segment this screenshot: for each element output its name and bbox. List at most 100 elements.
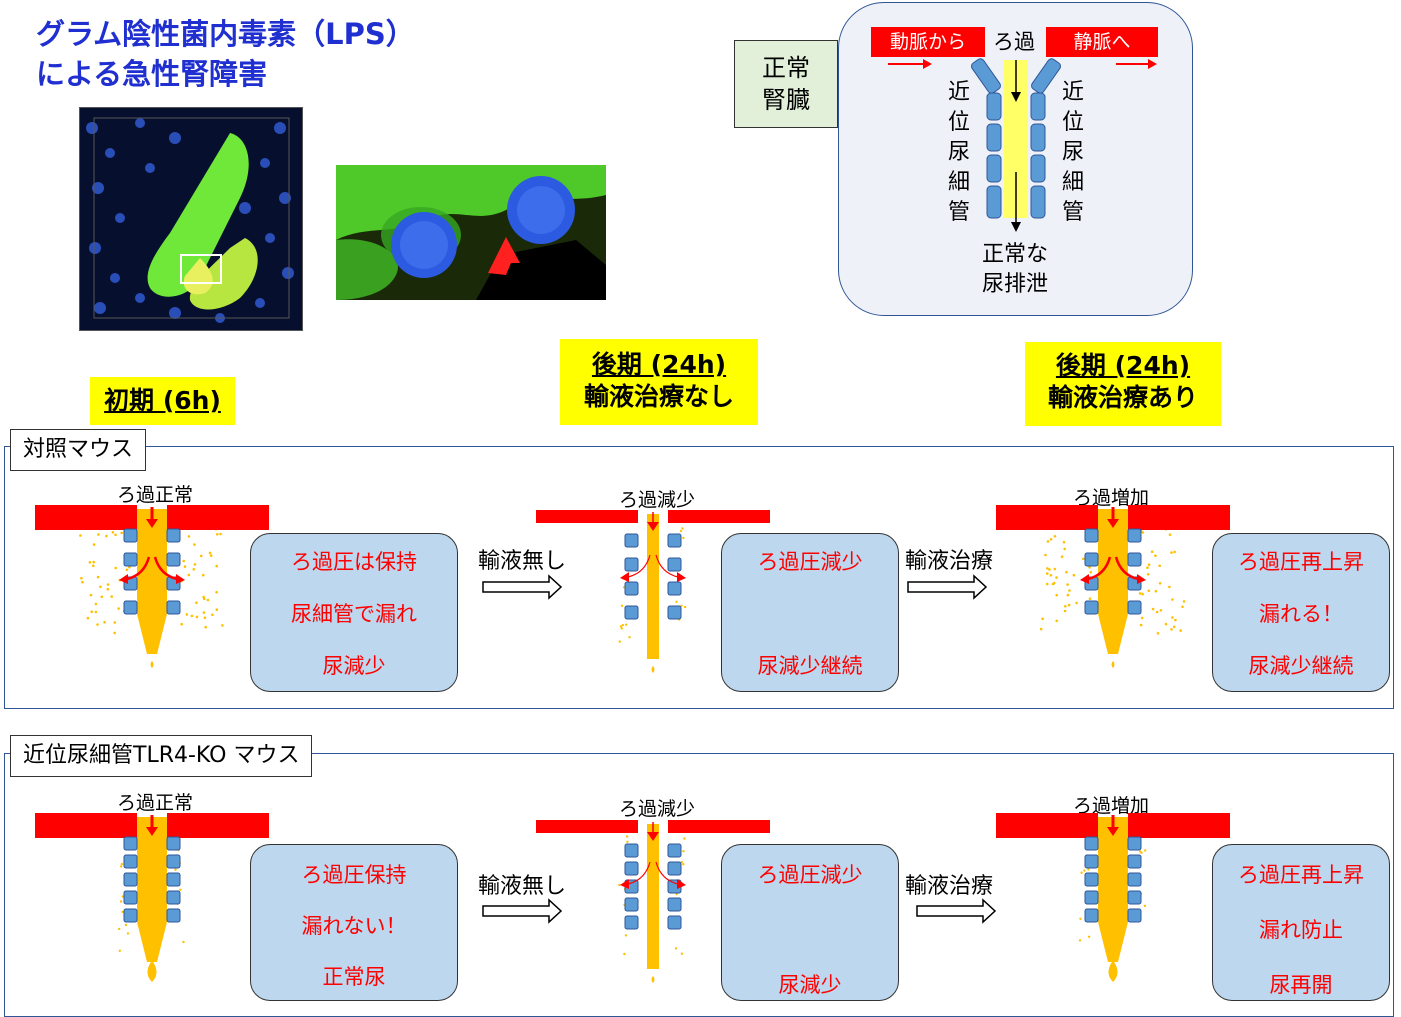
tubule-left-char: 位 <box>947 110 970 135</box>
leak-dot <box>182 559 185 563</box>
leak-dot <box>92 560 95 564</box>
leak-dot <box>620 604 624 607</box>
tubule-cell <box>123 890 138 905</box>
tubule-cell <box>1084 552 1099 567</box>
leak-dot <box>1154 554 1157 557</box>
leak-arrowhead-left <box>119 574 128 584</box>
leak-dot <box>219 532 222 536</box>
tubule-lumen <box>1098 509 1128 654</box>
leak-dot <box>204 625 207 629</box>
leak-arrowhead-right <box>677 572 686 582</box>
leak-dot <box>96 623 99 626</box>
tubule-lumen <box>137 817 167 962</box>
leak-dot <box>114 533 117 537</box>
tubule-cell <box>624 605 639 620</box>
leak-dot <box>1065 570 1068 574</box>
leak-dot <box>1158 582 1162 585</box>
control-result-box-1: ろ過圧は保持 尿細管で漏れ 尿減少 <box>250 533 458 692</box>
tubule-cell <box>1084 836 1099 851</box>
leak-dot <box>190 614 194 618</box>
leak-dot <box>79 534 82 537</box>
leak-dot <box>206 598 210 602</box>
leak-dot <box>1141 592 1144 596</box>
leak-dot <box>202 611 206 614</box>
title-line-1: グラム陰性菌内毒素（LPS） <box>36 17 415 51</box>
ko-result-box-2: ろ過圧減少 尿減少 <box>721 844 899 1001</box>
leak-dot <box>215 608 219 611</box>
tubule-cell <box>667 533 682 548</box>
leak-arrow-left <box>126 556 151 581</box>
leak-dot <box>620 627 623 630</box>
control-d3-label: ろ過増加 <box>1072 487 1149 509</box>
leak-dot <box>100 595 104 599</box>
ko-action-2: 輸液治療 <box>905 874 994 899</box>
leak-dot <box>118 927 121 931</box>
leak-dot <box>113 621 117 624</box>
normal-kidney-label: 正常 腎臓 <box>734 40 838 128</box>
leak-arrowhead-left <box>620 572 629 582</box>
tubule-cell <box>1127 854 1142 869</box>
leak-dot <box>1044 553 1047 557</box>
urine-droplet <box>147 960 157 982</box>
leak-dot <box>192 568 196 571</box>
leak-arrow-left <box>627 554 651 578</box>
leak-dot <box>1078 939 1082 942</box>
tubule-left-char: 尿 <box>947 140 970 165</box>
leak-dot <box>1055 619 1058 623</box>
tubule-cell <box>166 908 181 923</box>
inflow-arrowhead <box>923 59 932 69</box>
tubule-right-char: 尿 <box>1061 140 1084 165</box>
arteriole-bar-right <box>1128 813 1230 838</box>
leak-arrowhead-right <box>1137 574 1146 584</box>
leak-dot <box>1051 582 1055 586</box>
leak-dot <box>1170 551 1173 554</box>
leak-dot <box>211 613 214 617</box>
arteriole-bar-left <box>35 505 137 530</box>
leak-dot <box>193 563 197 566</box>
leak-dot <box>120 531 123 535</box>
tubule-cell <box>1127 890 1142 905</box>
leak-dot <box>1066 593 1070 597</box>
result-line: ろ過圧減少 <box>757 863 863 887</box>
leak-dot <box>683 837 686 840</box>
phase-late-yes-line1: 後期 (24h) <box>1055 351 1191 380</box>
leak-dot <box>1089 570 1092 574</box>
normal-kidney-tubule-svg <box>888 58 1157 232</box>
control-action-2: 輸液治療 <box>905 549 994 574</box>
tubule-cell <box>624 557 639 572</box>
leak-arrow-right <box>655 554 679 578</box>
tubule-left-char: 細 <box>947 170 970 195</box>
tubule-right-text: 近 位 尿 細 管 <box>1059 78 1087 228</box>
leak-dot <box>185 613 189 616</box>
leak-dot <box>183 565 187 568</box>
result-line: 尿減少継続 <box>1248 654 1354 678</box>
leak-dot <box>96 575 100 579</box>
leak-dot <box>1053 567 1057 571</box>
control-result-box-3: ろ過圧再上昇 漏れる！ 尿減少継続 <box>1212 533 1390 692</box>
control-d1-label: ろ過正常 <box>116 484 193 506</box>
leak-dot <box>1151 607 1155 611</box>
tubule-cell <box>1127 552 1142 567</box>
leak-dot <box>193 543 196 546</box>
leak-dot <box>118 949 122 952</box>
leak-dot <box>1170 628 1173 631</box>
ko-result-box-3: ろ過圧再上昇 漏れ防止 尿再開 <box>1212 844 1390 1001</box>
leak-dot <box>1139 623 1143 627</box>
tubule-cell <box>624 915 639 930</box>
leak-dot <box>195 601 198 604</box>
leak-dot <box>682 536 685 540</box>
arteriole-bar-right <box>167 813 269 838</box>
tubule-cell <box>624 581 639 596</box>
leak-dot <box>174 868 177 871</box>
result-line: 正常尿 <box>322 965 386 989</box>
tubule-cell <box>624 897 639 912</box>
leak-dot <box>625 835 629 838</box>
leak-dot <box>1172 625 1176 629</box>
leak-dot <box>1156 632 1160 635</box>
process-arrow <box>916 898 997 924</box>
leak-dot <box>1174 618 1177 622</box>
ko-panel <box>4 753 1394 1017</box>
filtration-arrowhead <box>647 832 659 841</box>
leak-dot <box>1182 600 1186 603</box>
